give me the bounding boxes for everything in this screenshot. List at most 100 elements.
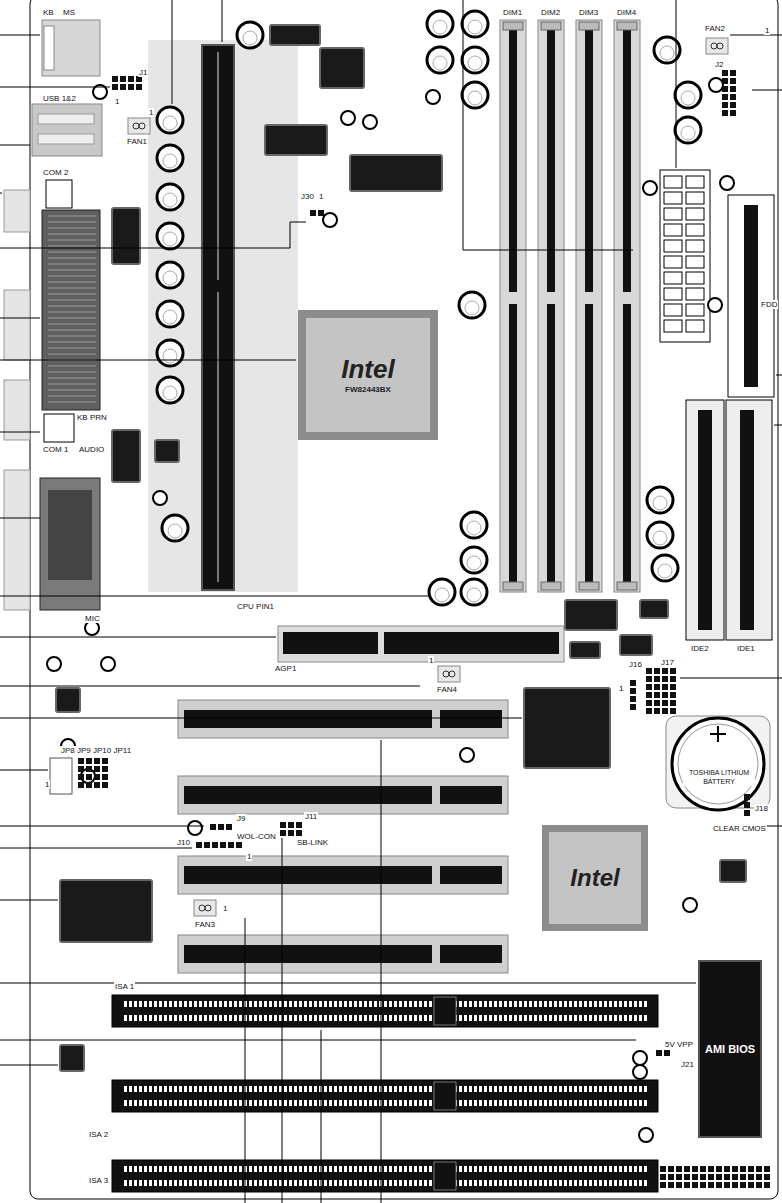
- leader-line: [752, 90, 782, 91]
- jp-jumpers: [102, 766, 108, 772]
- front-panel-header: [684, 1174, 690, 1180]
- capacitor: [461, 579, 487, 605]
- front-panel-header: [700, 1182, 706, 1188]
- part-label: JP8 JP9 JP10 JP11: [60, 746, 132, 755]
- j17-jumper: [662, 700, 668, 706]
- leader-line: [222, 0, 223, 42]
- capacitor: [157, 107, 183, 133]
- isa-pins: [122, 1086, 648, 1092]
- leader-line: [0, 686, 420, 687]
- leader-line: [774, 425, 782, 426]
- front-panel-header: [764, 1174, 770, 1180]
- leader-line: [0, 826, 204, 827]
- capacitor: [157, 377, 183, 403]
- ic-chip: [620, 635, 652, 655]
- jp-jumpers: [78, 774, 84, 780]
- part-label: J2: [714, 60, 724, 69]
- isa-pin-teeth: [122, 1015, 648, 1021]
- leader-line: [0, 848, 192, 849]
- part-label: 1: [618, 684, 624, 693]
- port-hatch: [48, 390, 96, 391]
- dimm-socket: [623, 30, 631, 292]
- front-panel-header: [724, 1166, 730, 1172]
- part-label: IDE1: [736, 644, 756, 653]
- ic-chip: [265, 125, 327, 155]
- part-label: DIM3: [578, 8, 599, 17]
- part-label: J17: [660, 658, 675, 667]
- isa-slot: [112, 1080, 658, 1112]
- front-panel-header: [732, 1182, 738, 1188]
- chip-brand: Intel: [570, 864, 619, 892]
- front-panel-header: [740, 1174, 746, 1180]
- part-label: CPU PIN1: [236, 602, 275, 611]
- dimm-latch: [541, 582, 561, 590]
- front-panel-header: [708, 1182, 714, 1188]
- j2-header: [722, 78, 728, 84]
- leader-line: [0, 145, 30, 146]
- ic-chip: [565, 600, 617, 630]
- jp-jumpers: [78, 782, 84, 788]
- dimm-latch: [503, 22, 523, 30]
- leader-line: [0, 770, 48, 771]
- dimm-socket: [576, 20, 602, 592]
- j18-jumper: [744, 794, 750, 800]
- pci-slot: [184, 786, 502, 804]
- atx-pin: [664, 224, 682, 236]
- j9-header: [226, 824, 232, 830]
- capacitor-top: [168, 524, 182, 538]
- jp-jumpers: [78, 758, 84, 764]
- j17-jumper: [670, 700, 676, 706]
- j1-header: [120, 84, 126, 90]
- slot1-connector: [202, 45, 234, 590]
- bios-chip: AMI BIOS: [698, 960, 762, 1138]
- part-label: AUDIO: [78, 445, 105, 454]
- part-label: KB PRN: [76, 413, 108, 422]
- cmos-battery: [672, 718, 764, 810]
- pci-key: [432, 866, 440, 884]
- front-panel-header: [660, 1166, 666, 1172]
- ic-chip: [155, 440, 179, 462]
- j17-jumper: [662, 676, 668, 682]
- leader-line: [0, 596, 428, 597]
- slot1-area: [148, 40, 298, 592]
- leader-line: [0, 318, 40, 319]
- atx-pin: [686, 288, 704, 300]
- isa-slot: [112, 1160, 658, 1192]
- board-outline: [30, 0, 778, 1199]
- ic-chip: [270, 25, 320, 45]
- small-capacitor: [153, 491, 167, 505]
- small-capacitor: [633, 1065, 647, 1079]
- pci-key: [432, 710, 440, 728]
- atx-pin: [686, 320, 704, 332]
- pci-slot: [184, 866, 502, 884]
- ic-chip: [56, 688, 80, 712]
- part-label: FDD: [760, 300, 778, 309]
- port-hatch: [48, 342, 96, 343]
- fan-connector: [133, 123, 139, 129]
- front-panel-header: [692, 1182, 698, 1188]
- capacitor: [427, 47, 453, 73]
- leader-line: [245, 918, 246, 1203]
- ic-chip: [60, 880, 152, 942]
- capacitor: [237, 22, 263, 48]
- part-label: IDE2: [690, 644, 710, 653]
- small-capacitor: [47, 657, 61, 671]
- pci-slot: [178, 776, 508, 814]
- dimm-socket: [509, 304, 517, 582]
- dimm-socket: [547, 304, 555, 582]
- part-label: FAN1: [126, 137, 148, 146]
- atx-power-connector: [660, 170, 710, 342]
- capacitor-top: [163, 386, 177, 400]
- small-capacitor: [709, 78, 723, 92]
- capacitor: [652, 555, 678, 581]
- j17-jumper: [646, 700, 652, 706]
- atx-pin: [664, 272, 682, 284]
- atx-pin: [686, 176, 704, 188]
- fan-connector: [205, 905, 211, 911]
- leader-line: [321, 1030, 322, 1203]
- part-label: COM 2: [42, 168, 69, 177]
- leader-line: [0, 222, 306, 248]
- part-label: FAN3: [194, 920, 216, 929]
- usb-connector: [32, 104, 102, 156]
- isa-pins: [122, 1100, 648, 1106]
